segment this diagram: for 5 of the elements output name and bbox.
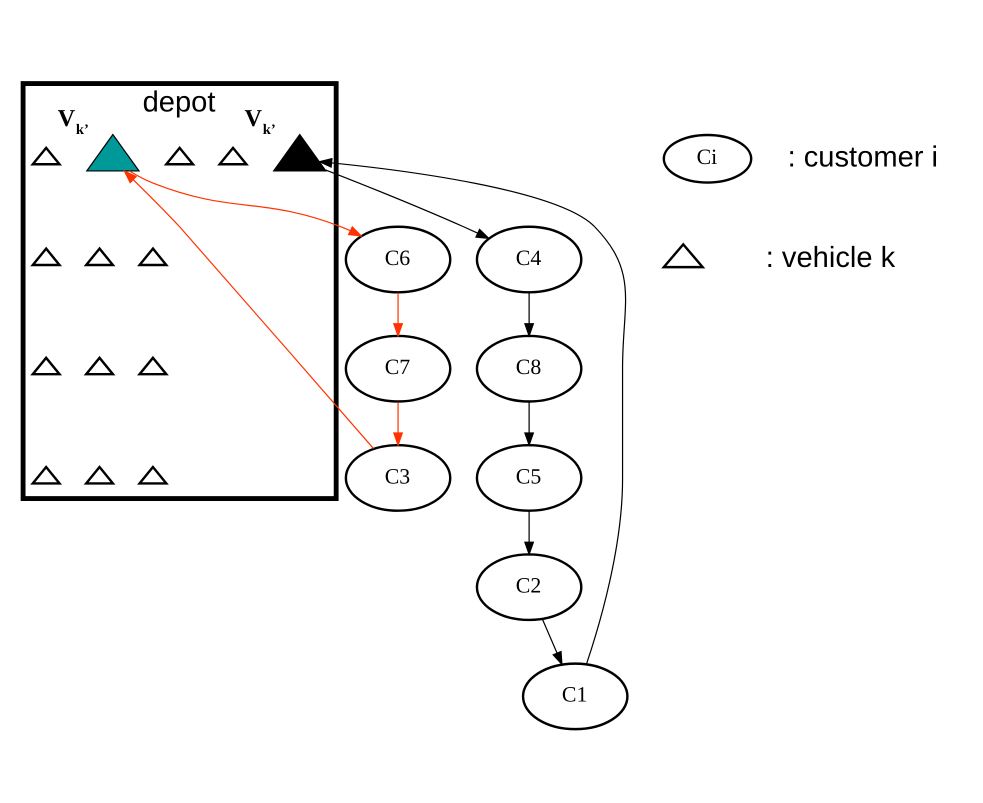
label: Ci — [696, 145, 718, 170]
legend-label: : customer i — [788, 141, 938, 174]
legend-label: : vehicle k — [766, 242, 896, 274]
node-label: V$_{k’}$ — [58, 105, 89, 138]
node-label: V$_{k’}$ — [244, 105, 276, 138]
